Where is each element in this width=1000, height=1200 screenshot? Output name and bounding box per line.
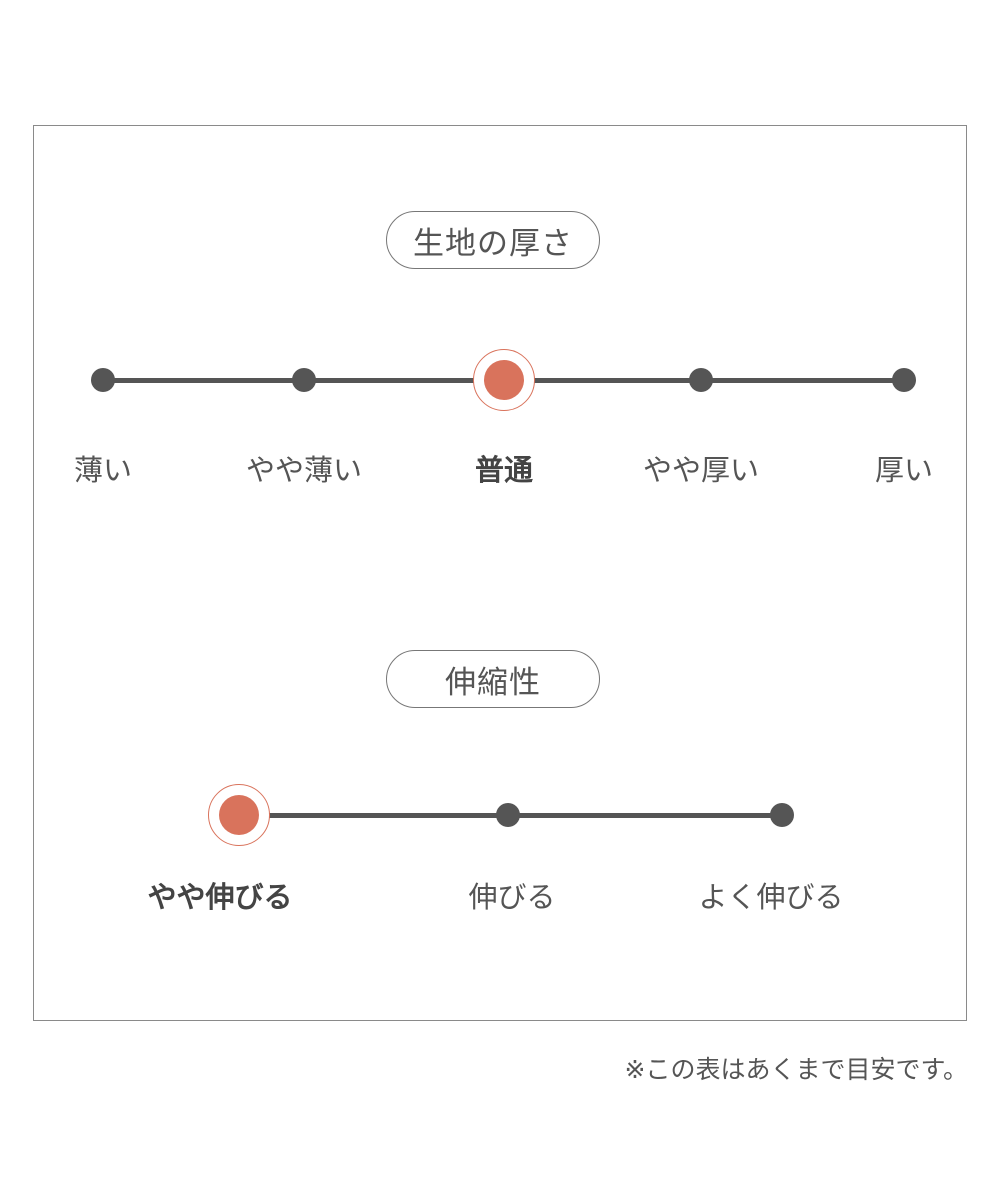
stretch-selected-marker: [208, 784, 270, 846]
stretch-title: 伸縮性: [386, 650, 600, 708]
stretch-label-very-stretchy: よく伸びる: [698, 880, 844, 914]
stretch-dot-1: [496, 803, 520, 827]
stretch-label-stretchy: 伸びる: [468, 880, 556, 914]
stretch-selected-marker-core: [219, 795, 259, 835]
thickness-dot-4: [892, 368, 916, 392]
thickness-dot-0: [91, 368, 115, 392]
spec-chart-frame: [33, 125, 967, 1021]
thickness-label-slightly-thick: やや厚い: [642, 453, 760, 487]
thickness-label-slightly-thin: やや薄い: [245, 453, 363, 487]
stretch-dot-2: [770, 803, 794, 827]
thickness-selected-marker: [473, 349, 535, 411]
thickness-label-thin: 薄い: [73, 453, 133, 487]
thickness-dot-1: [292, 368, 316, 392]
thickness-label-thick: 厚い: [874, 453, 934, 487]
thickness-title: 生地の厚さ: [386, 211, 600, 269]
thickness-label-normal: 普通: [474, 453, 534, 487]
thickness-dot-3: [689, 368, 713, 392]
disclaimer-note: ※この表はあくまで目安です。: [624, 1055, 968, 1084]
thickness-title-text: 生地の厚さ: [413, 225, 573, 262]
stretch-title-text: 伸縮性: [445, 664, 541, 701]
thickness-selected-marker-core: [484, 360, 524, 400]
stretch-label-slightly-stretchy: やや伸びる: [147, 880, 293, 914]
